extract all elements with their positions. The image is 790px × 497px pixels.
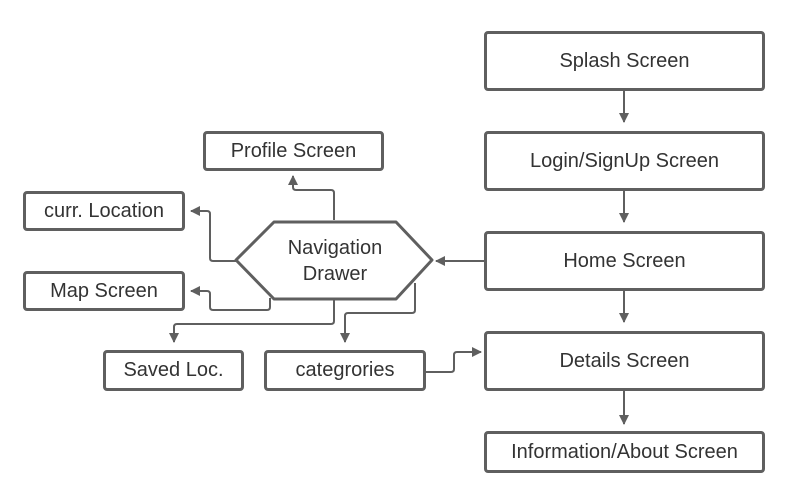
edge-navigation-to-map [190, 286, 271, 311]
splash-screen-node: Splash Screen [484, 31, 765, 91]
categories-node: categrories [264, 350, 426, 391]
edge-categories-to-details [426, 347, 482, 373]
home-screen-node: Home Screen [484, 231, 765, 291]
edge-navigation-to-curr-location [190, 206, 237, 262]
profile-screen-node: Profile Screen [203, 131, 384, 171]
edge-navigation-to-saved [169, 300, 335, 343]
curr-location-node: curr. Location [23, 191, 185, 231]
edge-navigation-to-profile [288, 175, 335, 220]
navigation-drawer-shape [234, 220, 434, 301]
map-screen-node: Map Screen [23, 271, 185, 311]
details-screen-node: Details Screen [484, 331, 765, 391]
navigation-drawer-label: Navigation Drawer [287, 237, 383, 285]
saved-loc-node: Saved Loc. [103, 350, 244, 391]
information-about-screen-node: Information/About Screen [484, 431, 765, 473]
login-signup-screen-node: Login/SignUp Screen [484, 131, 765, 191]
edge-navigation-to-categories [340, 283, 416, 343]
